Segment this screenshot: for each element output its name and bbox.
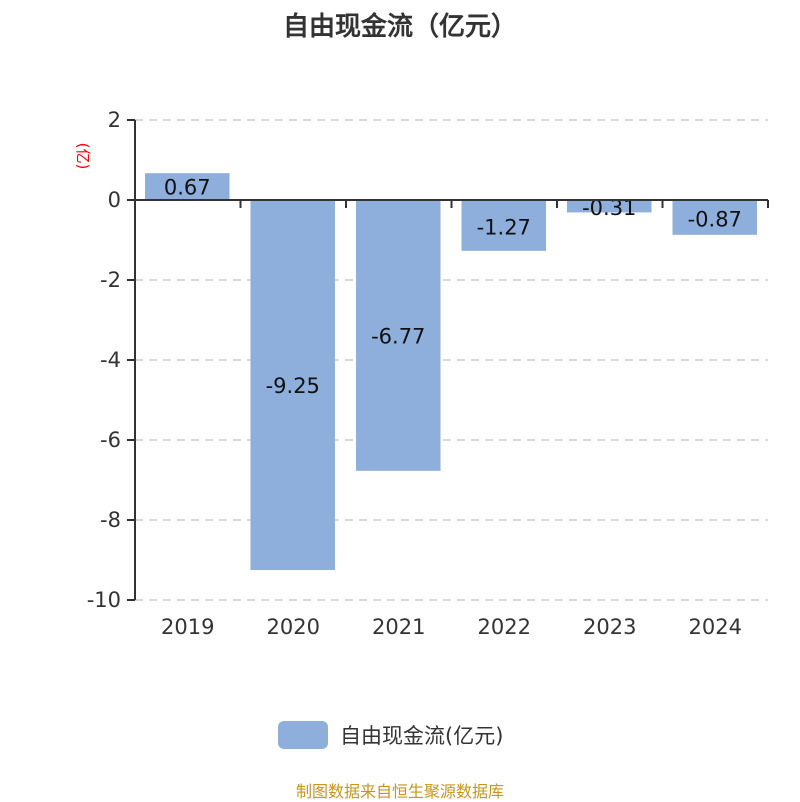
bar-2021 [356,200,441,471]
y-tick-label: -4 [100,348,121,372]
y-tick-label: -10 [87,588,121,612]
y-tick-label: -8 [100,508,121,532]
x-tick-label: 2022 [478,615,531,639]
y-tick-label: -6 [100,428,121,452]
x-tick-label: 2020 [267,615,320,639]
y-tick-label: 0 [108,188,121,212]
data-label: -1.27 [477,215,531,239]
y-tick-label: -2 [100,268,121,292]
y-tick-label: 2 [108,108,121,132]
x-tick-label: 2023 [583,615,636,639]
bar-2023 [567,200,652,213]
x-tick-label: 2019 [161,615,214,639]
bar-2022 [461,200,546,251]
legend[interactable]: 自由现金流(亿元) [278,720,503,750]
bar-2024 [672,200,757,235]
bar-chart: 2 0 -2 -4 -6 -8 -10 0.67 2019 -9.25 2020 -6.77 2021 -… [74,108,769,639]
data-label: -6.77 [371,324,425,348]
source-note: 制图数据来自恒生聚源数据库 [295,782,504,801]
legend-swatch [278,721,328,749]
x-tick-label: 2021 [372,615,425,639]
data-label: -9.25 [266,374,320,398]
chart-title: 自由现金流（亿元） [282,12,517,42]
legend-label: 自由现金流(亿元) [340,724,504,748]
data-label: 0.67 [164,176,211,200]
data-label: -0.87 [688,207,742,231]
bar-2020 [250,200,335,570]
bar-2019 [145,173,230,200]
y-axis-label: (亿) [74,143,92,170]
x-tick-label: 2024 [689,615,742,639]
